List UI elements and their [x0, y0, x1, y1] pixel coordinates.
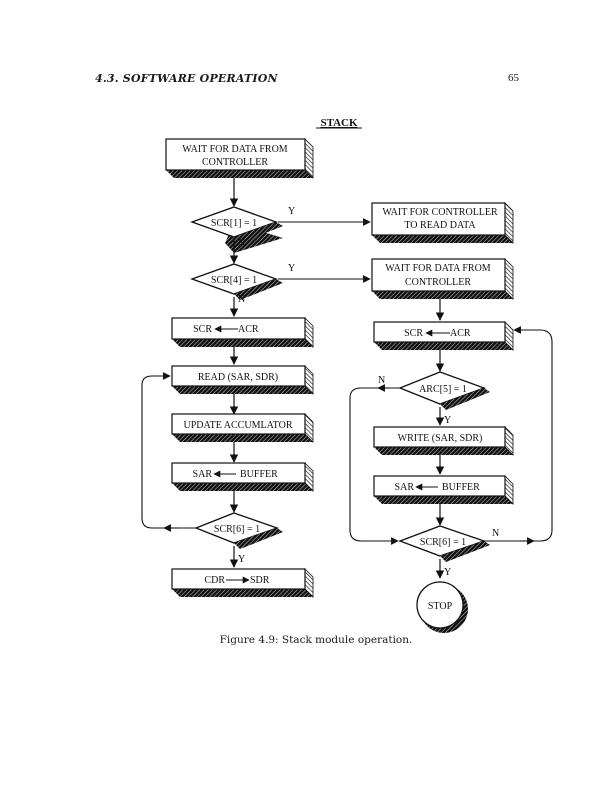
no-label: N — [238, 238, 245, 249]
section-header: 4.3. SOFTWARE OPERATION — [95, 72, 278, 85]
decision-label: SCR[4] = 1 — [211, 275, 257, 286]
label-right: ACR — [238, 324, 259, 335]
terminal-stop: STOP — [416, 581, 468, 633]
process-box-sar-buffer-left: SAR BUFFER — [171, 462, 314, 492]
decision-label: SCR[6] = 1 — [214, 524, 260, 535]
label-left: SAR — [395, 482, 415, 493]
loop-connector — [349, 387, 400, 545]
decision-scr6-right: SCR[6] = 1 — [398, 525, 490, 562]
label-line: TO READ DATA — [404, 220, 476, 231]
label-left: SAR — [193, 469, 213, 480]
decision-scr6-left: SCR[6] = 1 — [194, 512, 283, 549]
label-line: WAIT FOR CONTROLLER — [382, 207, 498, 218]
decision-scr4: SCR[4] = 1 — [190, 263, 283, 300]
process-box-cdr-sdr: CDR SDR — [171, 568, 314, 598]
no-label: N — [238, 294, 245, 305]
label-right: SDR — [250, 575, 270, 586]
no-label: N — [378, 375, 385, 386]
decision-label: SCR[6] = 1 — [420, 537, 466, 548]
label-line: CONTROLLER — [202, 157, 268, 168]
process-box-wait-data-left: WAIT FOR DATA FROM CONTROLLER — [165, 138, 314, 179]
yes-label: Y — [288, 206, 295, 217]
process-box-wait-data-right: WAIT FOR DATA FROM CONTROLLER — [371, 258, 514, 300]
no-label: N — [492, 528, 499, 539]
figure-caption: Figure 4.9: Stack module operation. — [219, 634, 413, 646]
loop-connector — [141, 372, 196, 529]
label-line: WAIT FOR DATA FROM — [182, 144, 288, 155]
label-right: ACR — [450, 328, 471, 339]
decision-scr1: SCR[1] = 1 — [190, 206, 283, 253]
label-left: CDR — [204, 575, 225, 586]
process-box-scr-acr-right: SCR ACR — [373, 321, 514, 351]
decision-label: ARC[5] = 1 — [419, 384, 467, 395]
label-line: WAIT FOR DATA FROM — [385, 263, 491, 274]
process-box-scr-acr-left: SCR ACR — [171, 317, 314, 348]
label-left: SCR — [193, 324, 212, 335]
label: STOP — [428, 601, 453, 612]
yes-label: Y — [444, 415, 451, 426]
process-box-read: READ (SAR, SDR) — [171, 365, 314, 395]
label: UPDATE ACCUMLATOR — [184, 420, 293, 431]
label-right: BUFFER — [442, 482, 480, 493]
yes-label: Y — [444, 567, 451, 578]
yes-label: Y — [238, 554, 245, 565]
process-box-write: WRITE (SAR, SDR) — [373, 426, 514, 456]
label-line: CONTROLLER — [405, 277, 471, 288]
decision-label: SCR[1] = 1 — [211, 218, 257, 229]
figure-title: STACK — [320, 117, 358, 129]
decision-arc5: ARC[5] = 1 — [398, 371, 490, 410]
label-right: BUFFER — [240, 469, 278, 480]
label: READ (SAR, SDR) — [198, 372, 278, 383]
loop-connector — [484, 326, 553, 542]
yes-label: Y — [288, 263, 295, 274]
page-number: 65 — [508, 72, 519, 84]
label: WRITE (SAR, SDR) — [398, 433, 483, 444]
process-box-update: UPDATE ACCUMLATOR — [171, 413, 314, 443]
process-box-wait-read: WAIT FOR CONTROLLER TO READ DATA — [371, 202, 514, 244]
label-left: SCR — [404, 328, 423, 339]
process-box-sar-buffer-right: SAR BUFFER — [373, 475, 514, 505]
